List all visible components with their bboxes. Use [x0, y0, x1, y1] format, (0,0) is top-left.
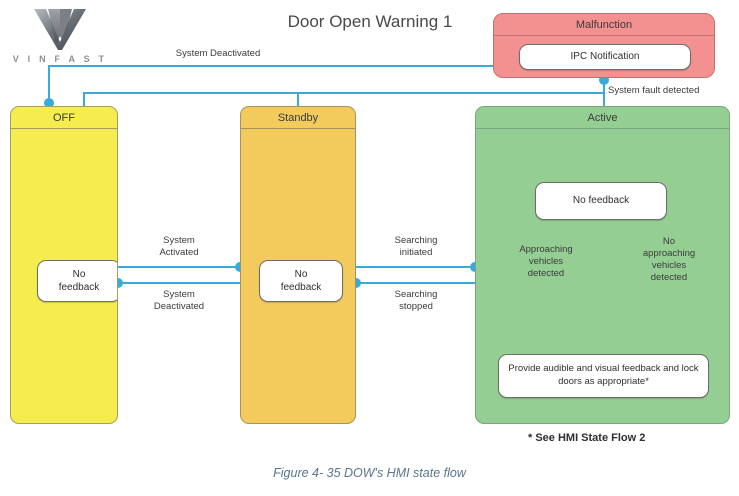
footnote-hmi-state-flow: * See HMI State Flow 2 [528, 432, 646, 444]
page-title: Door Open Warning 1 [287, 12, 453, 31]
edge-label-system-fault-detected: System fault detected [608, 85, 700, 96]
state-active-body: No feedback Provide audible and visual f… [476, 129, 729, 423]
state-malfunction-title: Malfunction [494, 14, 714, 36]
node-provide-feedback[interactable]: Provide audible and visual feedback and … [498, 354, 709, 398]
edge-label-system-deactivated-top: System Deactivated [175, 48, 261, 59]
node-ipc-notification[interactable]: IPC Notification [519, 44, 691, 70]
state-active-title: Active [476, 107, 729, 129]
state-off-title: OFF [11, 107, 117, 129]
state-standby-title: Standby [241, 107, 355, 129]
state-malfunction-body: IPC Notification [494, 36, 714, 77]
vinfast-v-logo-icon [34, 9, 86, 50]
wire-malfunction-to-off [48, 65, 493, 106]
wire-fault-bus [83, 78, 605, 106]
state-active[interactable]: Active No feedback Provide audible and v… [475, 106, 730, 424]
figure-caption: Figure 4- 35 DOW's HMI state flow [273, 466, 466, 480]
vinfast-logo: V I N F A S T [10, 6, 110, 74]
node-active-no-feedback[interactable]: No feedback [535, 182, 667, 220]
state-malfunction[interactable]: Malfunction IPC Notification [493, 13, 715, 78]
vinfast-wordmark: V I N F A S T [12, 54, 108, 64]
